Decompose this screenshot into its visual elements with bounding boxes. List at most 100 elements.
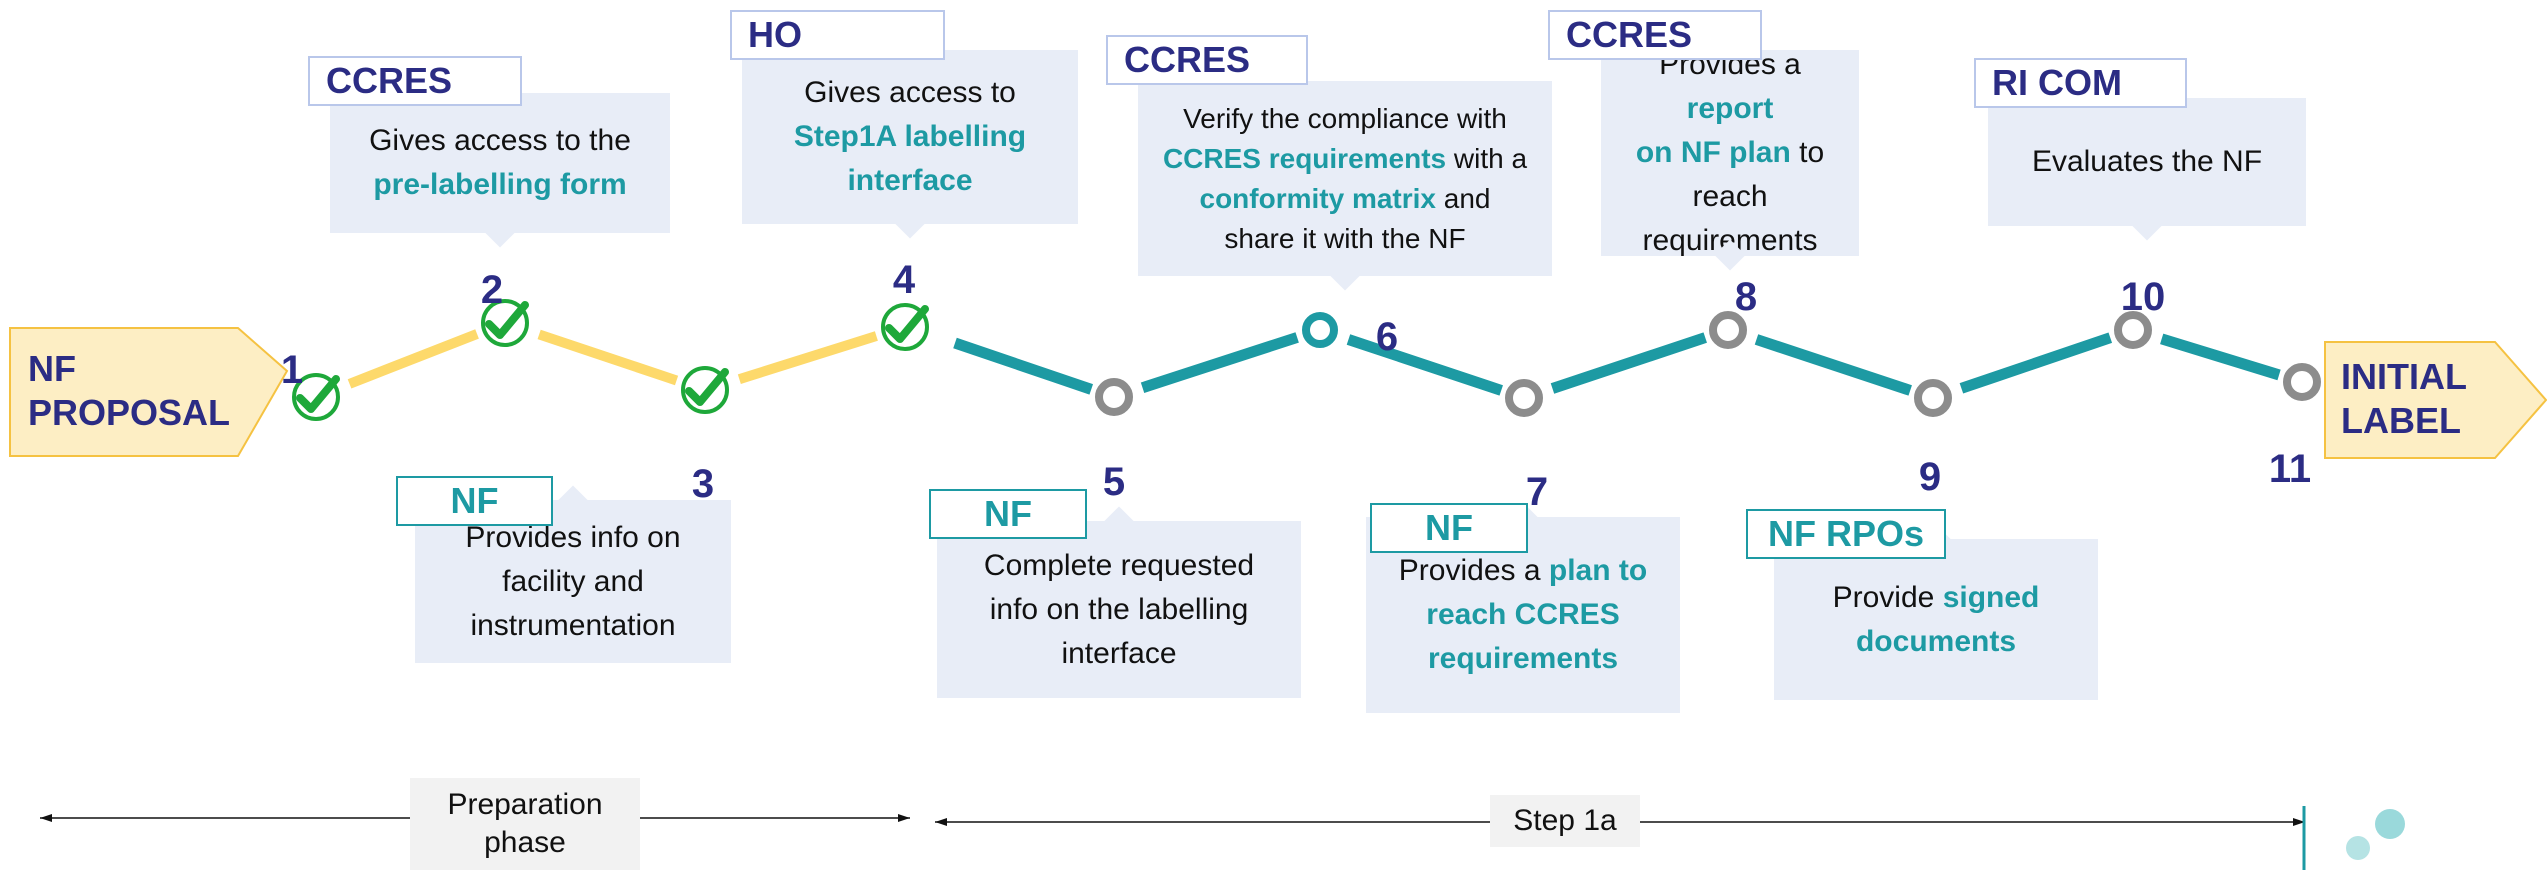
step-6-node <box>1302 312 1338 348</box>
callout-line: Evaluates the NF <box>2032 140 2262 184</box>
callout-line: share it with the NF <box>1224 219 1465 259</box>
callout-line: interface <box>1061 632 1176 676</box>
step-10-callout: Evaluates the NF <box>1988 98 2306 241</box>
step-10-node <box>2114 311 2152 349</box>
callout-text: Complete requested <box>983 548 1255 582</box>
step-3-actor: NF <box>396 476 553 526</box>
step-number: 5 <box>1102 460 1126 504</box>
step-4-actor: HO <box>730 10 945 60</box>
checkmark-icon <box>485 301 529 339</box>
timeline-segment-8 <box>1754 334 1912 396</box>
step-number: 8 <box>1734 275 1758 319</box>
step-9-node <box>1914 379 1952 417</box>
step-9-actor: NF RPOs <box>1746 509 1946 559</box>
callout-text: Provides info on <box>465 520 681 554</box>
callout-text: Verify the compliance with <box>1183 102 1507 134</box>
checkmark-icon <box>885 305 929 343</box>
callout-text: facility and <box>502 564 644 598</box>
step-3-node <box>681 366 729 414</box>
callout-text: and <box>1436 182 1491 214</box>
step-5-callout: Complete requested info on the labelling i… <box>937 506 1301 698</box>
callout-line: CCRES requirements with a <box>1163 139 1527 179</box>
callout-line: Step1A labelling <box>794 115 1026 159</box>
callout-text: share it with the NF <box>1224 222 1466 254</box>
step-9-callout: Provide signed documents <box>1774 524 2098 700</box>
callout-line: facility and <box>502 560 644 604</box>
timeline-segment-5 <box>1140 332 1299 393</box>
step-8-node <box>1709 311 1747 349</box>
highlighted-text: on NF plan <box>1635 136 1791 169</box>
step-number: 4 <box>892 258 916 302</box>
callout-text: Evaluates the NF <box>2031 145 2263 178</box>
checkmark-icon <box>685 368 729 406</box>
callout-line: requirements <box>1428 637 1618 681</box>
step-number: 3 <box>691 462 715 506</box>
callout-text: Provide <box>1832 580 1943 614</box>
callout-text: Provides a <box>1398 554 1549 587</box>
callout-line: on NF plan to <box>1636 131 1824 175</box>
step-5-node <box>1095 378 1133 416</box>
step-number: 9 <box>1918 455 1942 499</box>
step-number: 11 <box>2268 447 2312 491</box>
callout-text: info on the labelling <box>989 592 1249 626</box>
timeline-segment-3 <box>737 331 878 384</box>
step-8-actor: CCRES <box>1548 10 1762 60</box>
step-number: 7 <box>1525 470 1549 514</box>
step-7-node <box>1505 379 1543 417</box>
step-number: 10 <box>2120 275 2166 319</box>
highlighted-text: CCRES requirements <box>1162 142 1447 174</box>
callout-text: instrumentation <box>470 608 676 642</box>
step-10-actor: RI COM <box>1974 58 2187 108</box>
step-number: 6 <box>1375 315 1399 359</box>
callout-line: instrumentation <box>470 604 675 648</box>
step-number: 2 <box>480 268 504 312</box>
timeline-segment-9 <box>1959 332 2113 394</box>
timeline-segment-1 <box>347 329 479 389</box>
checkmark-icon <box>296 375 340 413</box>
step-1-node <box>292 373 340 421</box>
decorative-dot <box>2375 809 2405 839</box>
end-flag <box>2324 341 2547 459</box>
callout-line: conformity matrix and <box>1200 179 1491 219</box>
start-flag <box>9 327 289 457</box>
callout-line: Verify the compliance with <box>1183 99 1507 139</box>
timeline-segment-2 <box>537 329 679 386</box>
step-1a-phase-label: Step 1a <box>1490 795 1640 847</box>
callout-line: reach <box>1692 175 1767 219</box>
callout-text: with a <box>1446 142 1528 174</box>
highlighted-text: pre-labelling form <box>373 168 627 201</box>
callout-line: info on the labelling <box>990 588 1249 632</box>
timeline-segment-7 <box>1550 332 1707 394</box>
preparation-phase-label: Preparation phase <box>410 778 640 870</box>
callout-text: reach <box>1692 180 1768 213</box>
step-5-actor: NF <box>929 489 1087 539</box>
highlighted-text: plan to <box>1548 554 1648 587</box>
step-4-node <box>881 303 929 351</box>
step-7-actor: NF <box>1370 503 1528 553</box>
callout-line: Provide signed <box>1833 576 2040 620</box>
callout-text: to <box>1790 136 1825 169</box>
timeline-segment-6 <box>1346 334 1503 396</box>
highlighted-text: documents <box>1855 624 2017 658</box>
highlighted-text: requirements <box>1427 642 1619 675</box>
timeline-segment-10 <box>2160 333 2281 381</box>
step-11-node <box>2283 363 2321 401</box>
highlighted-text: reach CCRES <box>1426 598 1620 631</box>
callout-line: Complete requested <box>984 544 1254 588</box>
callout-line: interface <box>847 159 972 203</box>
highlighted-text: report <box>1686 92 1774 125</box>
highlighted-text: conformity matrix <box>1199 182 1437 214</box>
decorative-dot <box>2346 836 2370 860</box>
callout-line: reach CCRES <box>1426 593 1619 637</box>
highlighted-text: interface <box>847 164 973 197</box>
callout-line: Provides a plan to <box>1399 549 1647 593</box>
step-2-actor: CCRES <box>308 56 522 106</box>
timeline-segment-4 <box>953 337 1094 395</box>
callout-line: Provides info on <box>465 516 680 560</box>
end-label: INITIAL LABEL <box>2341 356 2467 441</box>
